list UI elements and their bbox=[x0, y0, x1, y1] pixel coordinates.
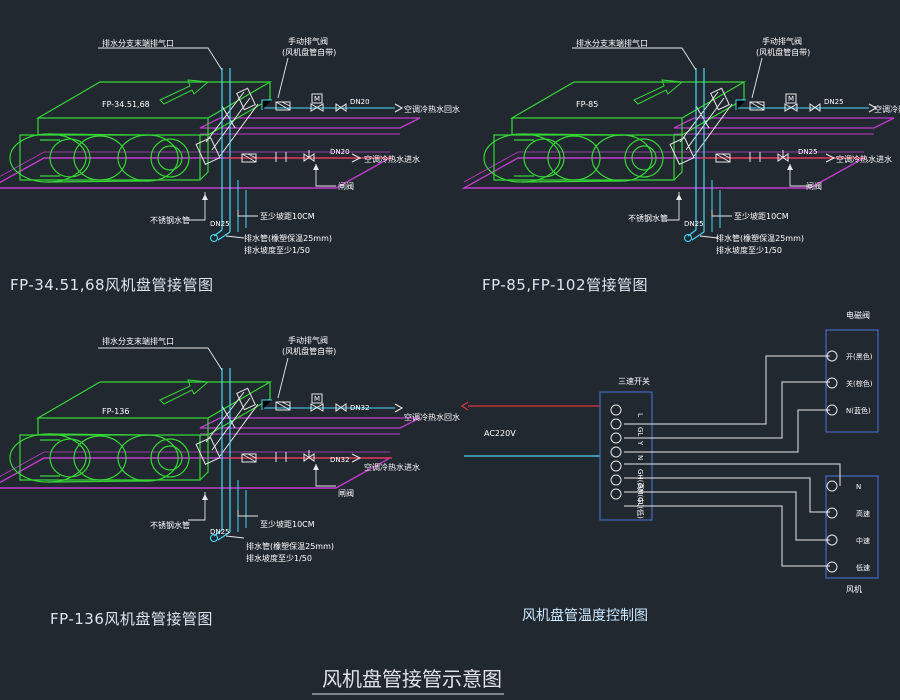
supply-size-label: DN25 bbox=[798, 148, 818, 156]
supply-size-label: DN32 bbox=[330, 456, 350, 464]
fan-terminal bbox=[826, 480, 838, 492]
min-slope-label: 至少坡距10CM bbox=[260, 519, 315, 529]
fan-terminal-label: 低速 bbox=[856, 563, 870, 572]
fan-terminal bbox=[826, 561, 838, 573]
supply-water-label: 空调冷热水进水 bbox=[364, 462, 420, 472]
fcu-panel-3: FP-136 排水分支末端排气口 手动排气阀 (风机盘管自带) M DN32 空… bbox=[0, 335, 460, 628]
valve-terminal-label: 关(棕色) bbox=[846, 379, 873, 388]
valve-terminal-label: N(蓝色) bbox=[846, 406, 871, 415]
switch-terminal bbox=[610, 418, 622, 430]
min-slope-label: 至少坡距10CM bbox=[734, 211, 789, 221]
motor-valve-mark: M bbox=[314, 395, 320, 403]
manual-vent-note: (风机盘管自带) bbox=[282, 47, 336, 57]
valve-title: 电磁阀 bbox=[846, 310, 870, 320]
switch-terminal-label: N bbox=[636, 455, 644, 460]
switch-terminal-label: L bbox=[636, 413, 644, 417]
switch-terminal bbox=[610, 474, 622, 486]
switch-terminal-label: Y bbox=[636, 440, 644, 446]
switch-terminal bbox=[610, 404, 622, 416]
panel-caption: FP-34.51,68风机盘管接管图 bbox=[10, 276, 214, 294]
min-slope-label: 至少坡距10CM bbox=[260, 211, 315, 221]
unit-label: FP-34.51,68 bbox=[102, 100, 150, 109]
stainless-hose-label: 不锈钢水管 bbox=[150, 520, 190, 530]
live-wire-arrow bbox=[461, 401, 469, 411]
power-label: AC220V bbox=[484, 429, 516, 438]
fan-title: 风机 bbox=[846, 584, 862, 594]
fan-terminal-label: N bbox=[856, 483, 861, 491]
switch-terminal-label: GL bbox=[636, 427, 644, 436]
switch-terminal bbox=[610, 488, 622, 500]
return-size-label: DN25 bbox=[824, 98, 844, 106]
return-size-label: DN32 bbox=[350, 404, 370, 412]
valve-terminal bbox=[826, 377, 838, 389]
supply-water-label: 空调冷热水进水 bbox=[836, 154, 892, 164]
control-caption: 风机盘管温度控制图 bbox=[522, 607, 648, 624]
vent-outlet-label: 排水分支末端排气口 bbox=[102, 336, 174, 346]
motor-valve-mark: M bbox=[788, 95, 794, 103]
unit-label: FP-136 bbox=[102, 407, 129, 416]
solenoid-valve-box bbox=[825, 329, 879, 433]
drain-size-label: DN25 bbox=[210, 220, 230, 228]
switch-title: 三速开关 bbox=[618, 376, 650, 386]
drain-slope-label: 排水坡度至少1/50 bbox=[246, 553, 312, 563]
page-title: 风机盘管接管示意图 bbox=[322, 667, 502, 691]
manual-vent-note: (风机盘管自带) bbox=[756, 47, 810, 57]
fan-terminal-label: 高速 bbox=[856, 509, 870, 518]
three-speed-switch bbox=[599, 391, 653, 521]
stainless-hose-label: 不锈钢水管 bbox=[150, 215, 190, 225]
gate-valve-label: 闸阀 bbox=[338, 489, 354, 498]
fcu-panel-2: FP-85 排水分支末端排气口 手动排气阀 (风机盘管自带) M DN25 空调… bbox=[463, 36, 900, 294]
fan-terminal bbox=[826, 507, 838, 519]
return-size-label: DN20 bbox=[350, 98, 370, 106]
switch-terminals: L GL Y N GH(高)GM(中)GL(低) bbox=[610, 404, 645, 519]
switch-terminal-label: GL(低) bbox=[636, 497, 645, 519]
control-wiring bbox=[624, 355, 841, 567]
manual-vent-label: 手动排气阀 bbox=[288, 36, 328, 46]
gate-valve-label: 闸阀 bbox=[806, 182, 822, 191]
fan-box bbox=[825, 475, 879, 579]
drain-pipe-label: 排水管(橡塑保温25mm) bbox=[246, 541, 334, 551]
fcu-panel-1: FP-34.51,68 排水分支末端排气口 手动排气阀 (风机盘管自带) M D… bbox=[0, 36, 460, 294]
return-water-label: 空调冷热水回水 bbox=[404, 104, 460, 114]
supply-water-label: 空调冷热水进水 bbox=[364, 154, 420, 164]
drain-pipe-label: 排水管(橡塑保温25mm) bbox=[716, 233, 804, 243]
panel-caption: FP-85,FP-102管接管图 bbox=[482, 276, 648, 294]
switch-terminal-label: GM(中) bbox=[636, 483, 645, 507]
return-water-label: 空调冷热水回水 bbox=[404, 412, 460, 422]
manual-vent-label: 手动排气阀 bbox=[288, 335, 328, 345]
panel-caption: FP-136风机盘管接管图 bbox=[50, 610, 213, 628]
return-water-label: 空调冷热水回水 bbox=[874, 104, 900, 114]
manual-vent-label: 手动排气阀 bbox=[762, 36, 802, 46]
manual-vent-note: (风机盘管自带) bbox=[282, 346, 336, 356]
unit-label: FP-85 bbox=[576, 100, 598, 109]
stainless-hose-label: 不锈钢水管 bbox=[628, 213, 668, 223]
gate-valve-label: 闸阀 bbox=[338, 182, 354, 191]
drain-slope-label: 排水坡度至少1/50 bbox=[716, 245, 782, 255]
drain-pipe-label: 排水管(橡塑保温25mm) bbox=[244, 233, 332, 243]
drain-slope-label: 排水坡度至少1/50 bbox=[244, 245, 310, 255]
motor-valve-mark: M bbox=[314, 95, 320, 103]
switch-terminal bbox=[610, 460, 622, 472]
valve-terminal-label: 开(黑色) bbox=[846, 352, 873, 361]
supply-size-label: DN20 bbox=[330, 148, 350, 156]
switch-terminal bbox=[610, 432, 622, 444]
vent-outlet-label: 排水分支末端排气口 bbox=[576, 38, 648, 48]
switch-terminal bbox=[610, 446, 622, 458]
fan-terminal-label: 中速 bbox=[856, 536, 870, 545]
vent-outlet-label: 排水分支末端排气口 bbox=[102, 38, 174, 48]
drain-size-label: DN25 bbox=[210, 528, 230, 536]
temperature-control-diagram: AC220V 三速开关 L GL Y N GH(高)GM(中)GL(低) 电磁阀 开(黑… bbox=[461, 310, 879, 624]
drain-size-label: DN25 bbox=[684, 220, 704, 228]
valve-terminals: 开(黑色) 关(棕色) N(蓝色) bbox=[826, 350, 873, 416]
switch-terminal-label: GH(高) bbox=[636, 469, 645, 492]
